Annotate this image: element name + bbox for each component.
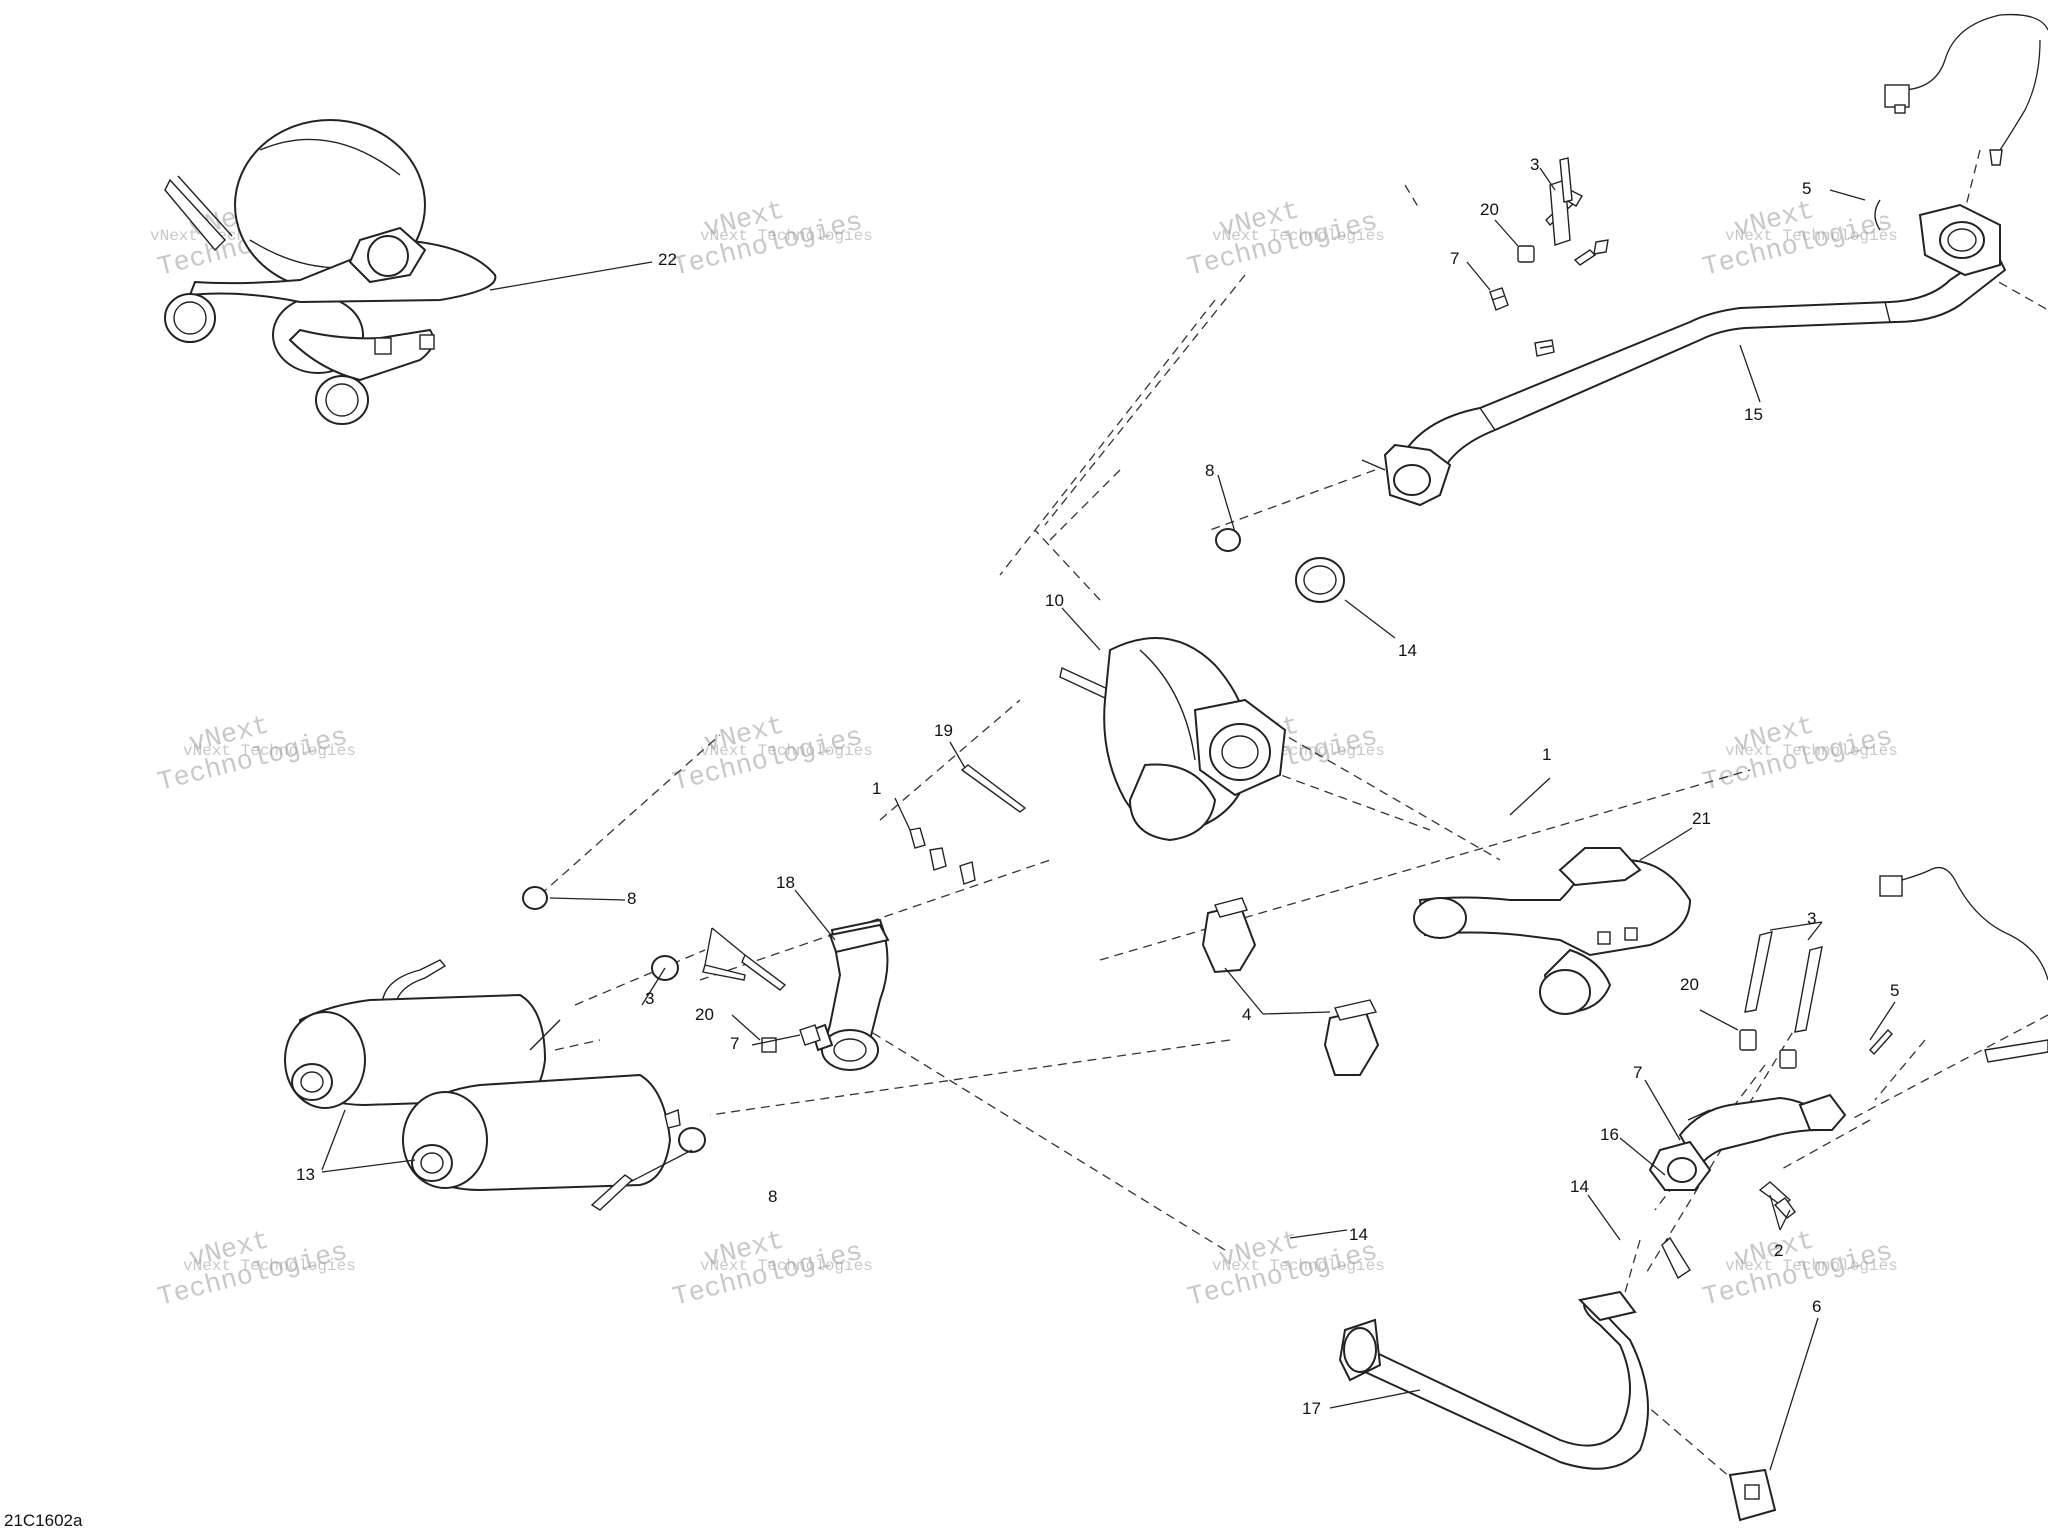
callout-1b: 1 <box>1542 745 1551 764</box>
callout-8b: 8 <box>627 889 636 908</box>
callout-14b: 14 <box>1349 1225 1368 1244</box>
callout-labels: 22 3 20 7 5 15 8 14 10 1 21 4 19 1 18 8 … <box>296 155 1899 1418</box>
callout-15: 15 <box>1744 405 1763 424</box>
callout-6: 6 <box>1812 1297 1821 1316</box>
callout-3b: 3 <box>645 989 654 1008</box>
fasteners-center <box>522 827 976 1153</box>
svg-text:vNext Technologies: vNext Technologies <box>1725 227 1898 245</box>
part-6-bracket <box>1728 1468 1777 1522</box>
part-15-header-pipe <box>1361 203 2007 507</box>
callout-14a: 14 <box>1398 641 1417 660</box>
callout-5b: 5 <box>1890 981 1899 1000</box>
callout-7a: 7 <box>1450 249 1459 268</box>
part-17-lower-pipe <box>1338 1290 1649 1470</box>
svg-text:vNext Technologies: vNext Technologies <box>1212 1257 1385 1275</box>
part-10-center-muffler <box>1059 637 1287 842</box>
callout-14c: 14 <box>1570 1177 1589 1196</box>
svg-text:vNext Technologies: vNext Technologies <box>700 742 873 760</box>
part-18-elbow <box>810 918 890 1071</box>
callout-20a: 20 <box>1480 200 1499 219</box>
callout-3c: 3 <box>1807 909 1816 928</box>
callout-5a: 5 <box>1802 179 1811 198</box>
part-4-clamps <box>1201 897 1380 1076</box>
callout-2: 2 <box>1774 1241 1783 1260</box>
part-13-twin-mufflers <box>284 959 681 1211</box>
o2-sensor-top <box>1884 13 2048 166</box>
callout-21: 21 <box>1692 809 1711 828</box>
svg-text:vNext Technologies: vNext Technologies <box>700 227 873 245</box>
part-19-gasket <box>960 764 1027 813</box>
fasteners-top <box>1215 157 1881 603</box>
callout-1a: 1 <box>872 779 881 798</box>
callout-7c: 7 <box>1633 1063 1642 1082</box>
drawing-code: 21C1602a <box>4 1511 83 1530</box>
callout-13: 13 <box>296 1165 315 1184</box>
callout-19: 19 <box>934 721 953 740</box>
callout-7b: 7 <box>730 1034 739 1053</box>
o2-sensor-bottom <box>1879 866 2048 1063</box>
callout-8c: 8 <box>768 1187 777 1206</box>
svg-text:vNext Technologies: vNext Technologies <box>1725 742 1898 760</box>
callout-10: 10 <box>1045 591 1064 610</box>
callout-17: 17 <box>1302 1399 1321 1418</box>
callout-8a: 8 <box>1205 461 1214 480</box>
part-22-muffler-assembly <box>164 119 497 425</box>
callout-22: 22 <box>658 250 677 269</box>
leader-lines <box>321 167 1896 1471</box>
callout-4: 4 <box>1242 1005 1251 1024</box>
part-16-short-pipe <box>1648 1093 1847 1191</box>
callout-18: 18 <box>776 873 795 892</box>
svg-text:vNext Technologies: vNext Technologies <box>1725 1257 1898 1275</box>
svg-text:vNext Technologies: vNext Technologies <box>700 1257 873 1275</box>
callout-20c: 20 <box>1680 975 1699 994</box>
callout-20b: 20 <box>695 1005 714 1024</box>
fasteners-bottom-right <box>1661 931 1893 1280</box>
callout-16: 16 <box>1600 1125 1619 1144</box>
part-21-pipe <box>1413 847 1692 1015</box>
svg-text:vNext Technologies: vNext Technologies <box>183 742 356 760</box>
svg-text:vNext Technologies: vNext Technologies <box>183 1257 356 1275</box>
svg-text:vNext Technologies: vNext Technologies <box>1212 227 1385 245</box>
callout-3a: 3 <box>1530 155 1539 174</box>
